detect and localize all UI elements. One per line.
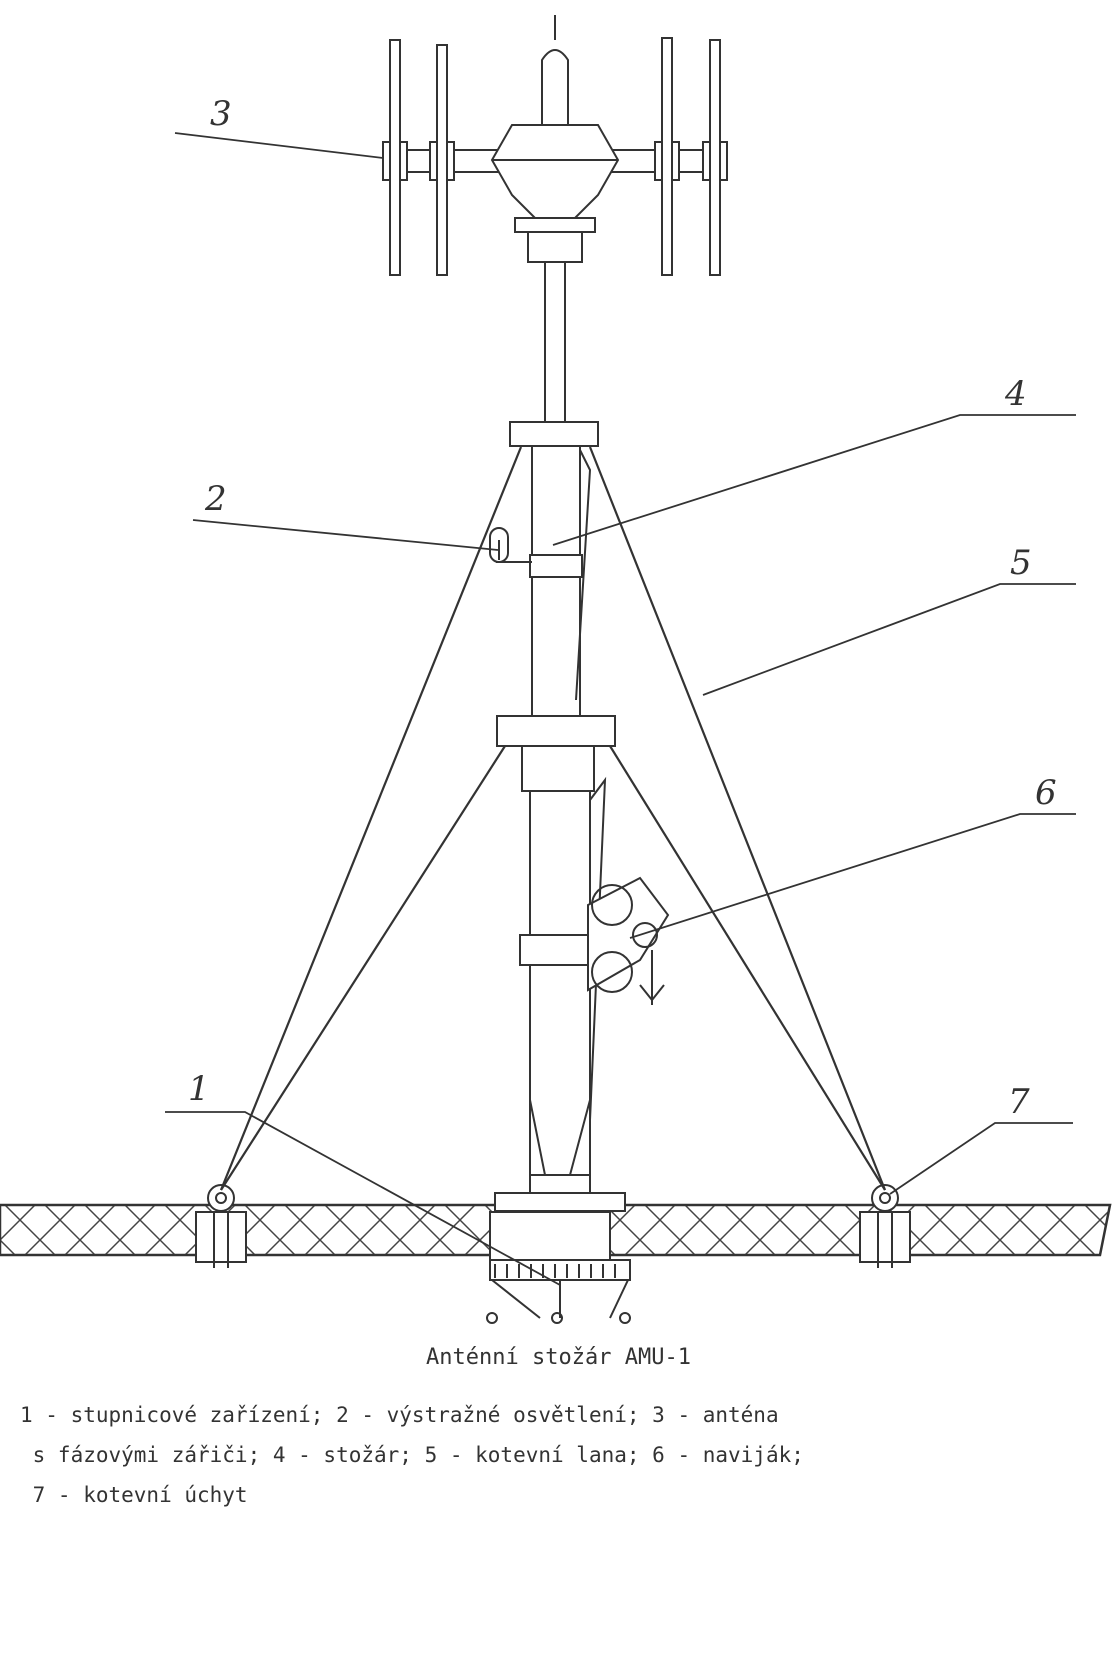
- legend-line: 1 - stupnicové zařízení; 2 - výstražné o…: [20, 1403, 779, 1427]
- callout-6: 6: [1035, 773, 1057, 813]
- legend: 1 - stupnicové zařízení; 2 - výstražné o…: [20, 1395, 1100, 1515]
- anchor-point-left: [207, 1184, 235, 1268]
- guy-ropes: [219, 446, 887, 1191]
- legend-line: 7 - kotevní úchyt: [20, 1483, 248, 1507]
- callout-4: 4: [1004, 374, 1027, 414]
- winch: [587, 776, 670, 1121]
- warning-light: [489, 527, 532, 563]
- legend-line: s fázovými zářiči; 4 - stožár; 5 - kotev…: [20, 1443, 804, 1467]
- callout-2: 2: [204, 479, 227, 519]
- figure-caption: Anténní stožár AMU-1: [426, 1345, 691, 1370]
- anchor-point-right: [871, 1184, 899, 1268]
- callout-1: 1: [188, 1069, 210, 1109]
- leader-lines: [165, 132, 1076, 1286]
- callout-7: 7: [1008, 1082, 1030, 1122]
- callout-3: 3: [210, 94, 232, 134]
- ground-slab: [0, 1203, 1112, 1263]
- antenna-array: [382, 15, 728, 276]
- upper-mast: [509, 261, 599, 717]
- callout-5: 5: [1010, 543, 1032, 583]
- lower-mast: [494, 715, 626, 1212]
- scale-device: [486, 1259, 631, 1324]
